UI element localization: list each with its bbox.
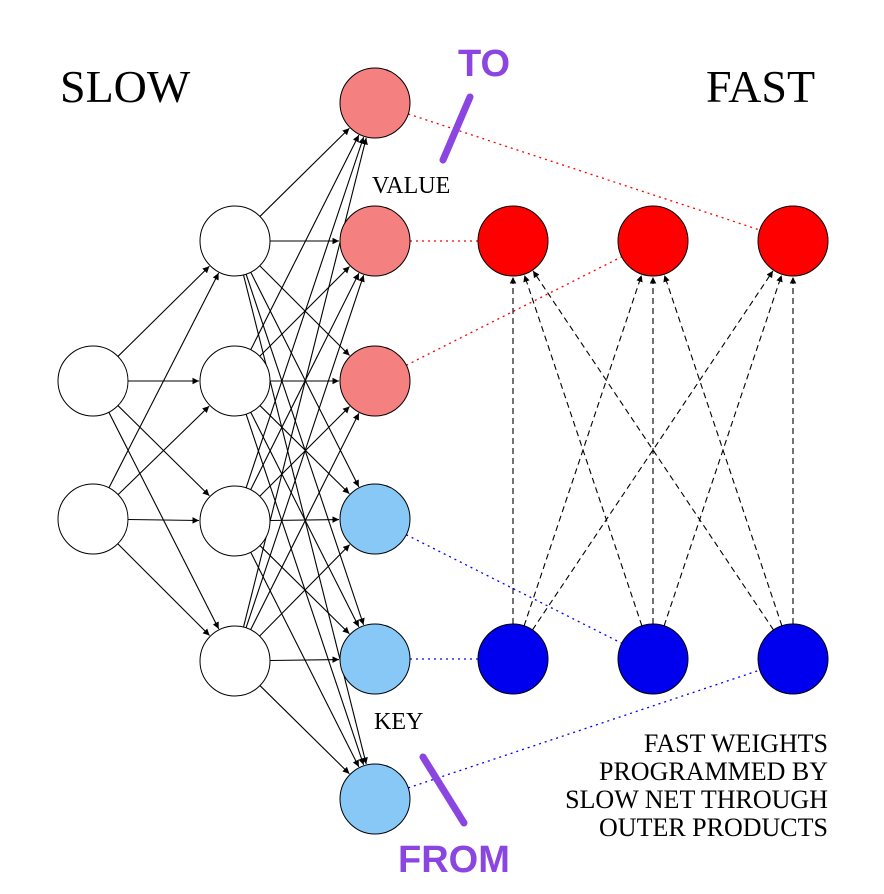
caption-line-4: OUTER PRODUCTS xyxy=(599,813,828,842)
slow-net-connections xyxy=(108,127,368,775)
fast-key-node xyxy=(477,623,549,695)
value-node xyxy=(339,67,411,139)
hidden-output-edge xyxy=(259,544,351,637)
from-annotation: FROM xyxy=(398,839,510,881)
hidden-node xyxy=(199,485,271,557)
fast-weight-edge xyxy=(663,274,783,626)
caption-line-1: FAST WEIGHTS xyxy=(644,729,828,758)
network-nodes xyxy=(57,67,829,835)
to-annotation: TO xyxy=(458,43,510,85)
fast-weight-edge xyxy=(532,270,774,631)
input-node xyxy=(57,483,129,555)
outer-product-links xyxy=(405,113,761,789)
fast-title: FAST xyxy=(706,61,815,112)
hidden-node xyxy=(199,205,271,277)
value-link xyxy=(408,113,760,231)
input-hidden-edge xyxy=(127,517,200,524)
fast-value-node xyxy=(617,205,689,277)
fast-weight-edge xyxy=(532,270,774,631)
value-label: VALUE xyxy=(372,173,450,199)
fast-weight-edge xyxy=(523,274,643,626)
key-node xyxy=(339,483,411,555)
fast-value-node xyxy=(477,205,549,277)
caption: FAST WEIGHTS PROGRAMMED BY SLOW NET THRO… xyxy=(565,729,828,842)
hidden-node xyxy=(199,625,271,697)
hidden-output-edge xyxy=(259,685,350,775)
input-hidden-edge xyxy=(117,265,210,357)
key-link xyxy=(407,669,761,789)
fast-net-connections xyxy=(509,270,797,631)
key-node xyxy=(339,763,411,835)
value-link xyxy=(405,256,623,366)
hidden-output-edge xyxy=(259,405,350,495)
hidden-output-edge xyxy=(259,127,350,217)
hidden-output-edge xyxy=(250,272,360,488)
hidden-output-edge xyxy=(269,656,340,663)
input-hidden-edge xyxy=(108,411,220,630)
hidden-node xyxy=(199,345,271,417)
hidden-output-edge xyxy=(245,136,365,488)
input-hidden-edge xyxy=(108,272,220,489)
hidden-output-edge xyxy=(250,134,360,350)
fast-value-node xyxy=(757,205,829,277)
fast-key-node xyxy=(617,623,689,695)
input-hidden-edge xyxy=(117,543,210,636)
key-label: KEY xyxy=(374,709,423,735)
from-pointer-line xyxy=(419,753,468,827)
caption-line-3: SLOW NET THROUGH xyxy=(565,785,828,814)
input-node xyxy=(57,345,129,417)
caption-line-2: PROGRAMMED BY xyxy=(599,757,828,786)
key-node xyxy=(339,623,411,695)
hidden-output-edge xyxy=(242,137,368,628)
fast-key-node xyxy=(757,623,829,695)
hidden-output-edge xyxy=(250,412,360,630)
to-pointer-line xyxy=(439,93,474,164)
input-hidden-edge xyxy=(117,405,210,496)
key-link xyxy=(405,534,623,644)
value-node xyxy=(339,205,411,277)
hidden-output-edge xyxy=(245,274,365,628)
value-node xyxy=(339,345,411,417)
slow-title: SLOW xyxy=(60,61,191,112)
